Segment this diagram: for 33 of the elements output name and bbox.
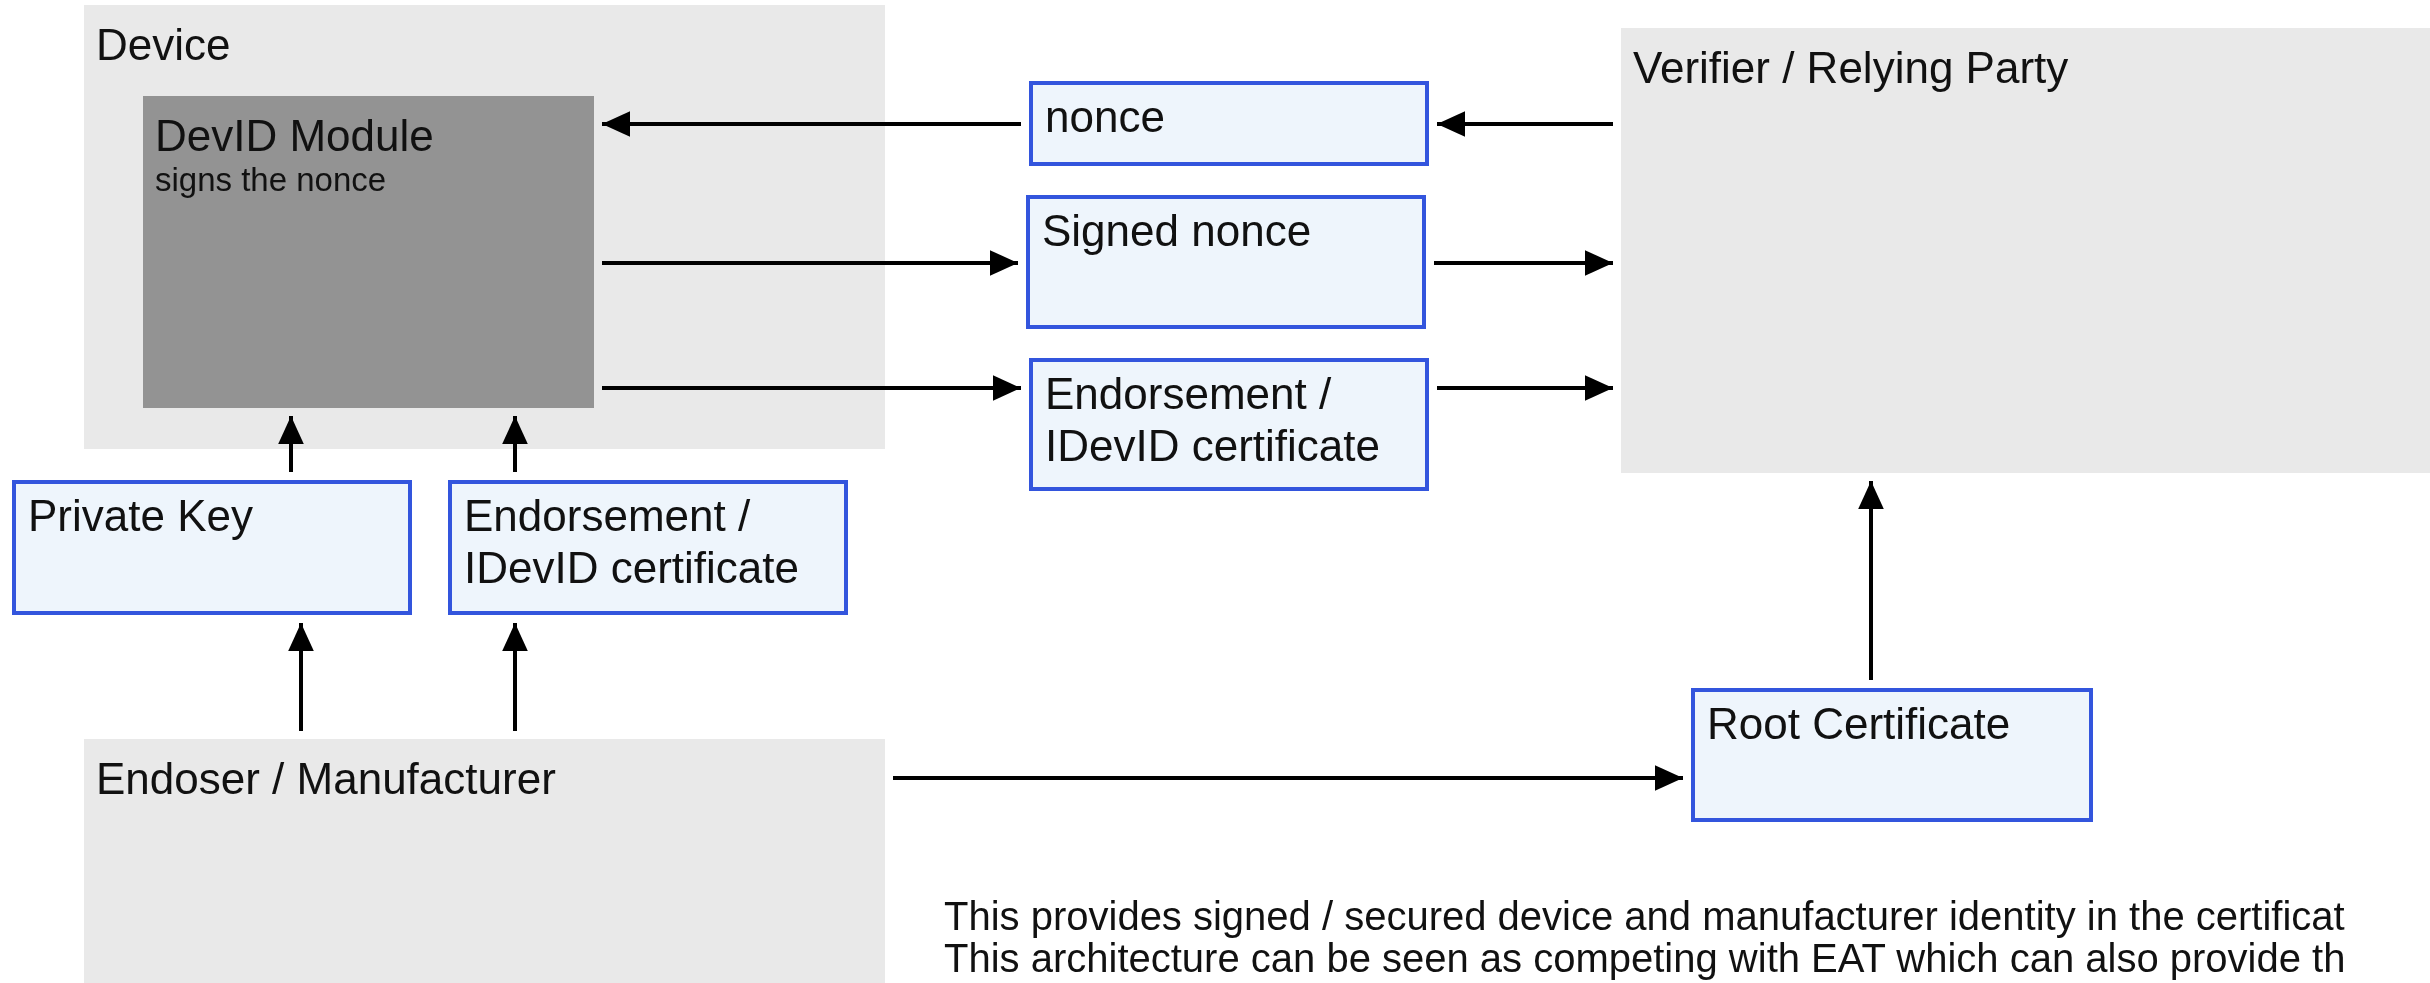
- node-title: Endorsement / IDevID certificate: [1045, 368, 1381, 472]
- node-title: Endorsement / IDevID certificate: [464, 490, 800, 594]
- node-subtitle: signs the nonce: [155, 162, 388, 198]
- arrow: [1437, 111, 1613, 137]
- message-box: [1029, 81, 1429, 166]
- arrow: [602, 111, 1021, 137]
- arrow: [602, 375, 1021, 401]
- message-box: [1029, 358, 1429, 491]
- node-title: Endoser / Manufacturer: [96, 753, 557, 805]
- certificate-box: [1691, 688, 2093, 822]
- note-text: This architecture can be seen as competing with EAT which can also provide th: [944, 938, 2346, 978]
- arrow: [602, 250, 1018, 276]
- arrow: [502, 416, 528, 472]
- arrow: [278, 416, 304, 472]
- key-box: [12, 480, 412, 615]
- node-title: Verifier / Relying Party: [1633, 42, 2070, 94]
- arrow: [1437, 375, 1613, 401]
- arrow: [893, 765, 1683, 791]
- node-title: nonce: [1045, 91, 1166, 143]
- node-title: Device: [96, 19, 232, 71]
- arrow: [288, 623, 314, 731]
- certificate-box: [448, 480, 848, 615]
- message-box: [1026, 195, 1426, 329]
- node-title: Root Certificate: [1707, 698, 2012, 750]
- note-text: This provides signed / secured device and manufacturer identity in the certificat: [944, 896, 2345, 936]
- module-box: [143, 96, 594, 408]
- arrow: [502, 623, 528, 731]
- arrow: [1858, 481, 1884, 680]
- node-title: Private Key: [28, 490, 254, 542]
- arrow: [1434, 250, 1613, 276]
- node-title: Signed nonce: [1042, 205, 1313, 257]
- node-title: DevID Module: [155, 110, 435, 162]
- group-panel: [84, 5, 885, 449]
